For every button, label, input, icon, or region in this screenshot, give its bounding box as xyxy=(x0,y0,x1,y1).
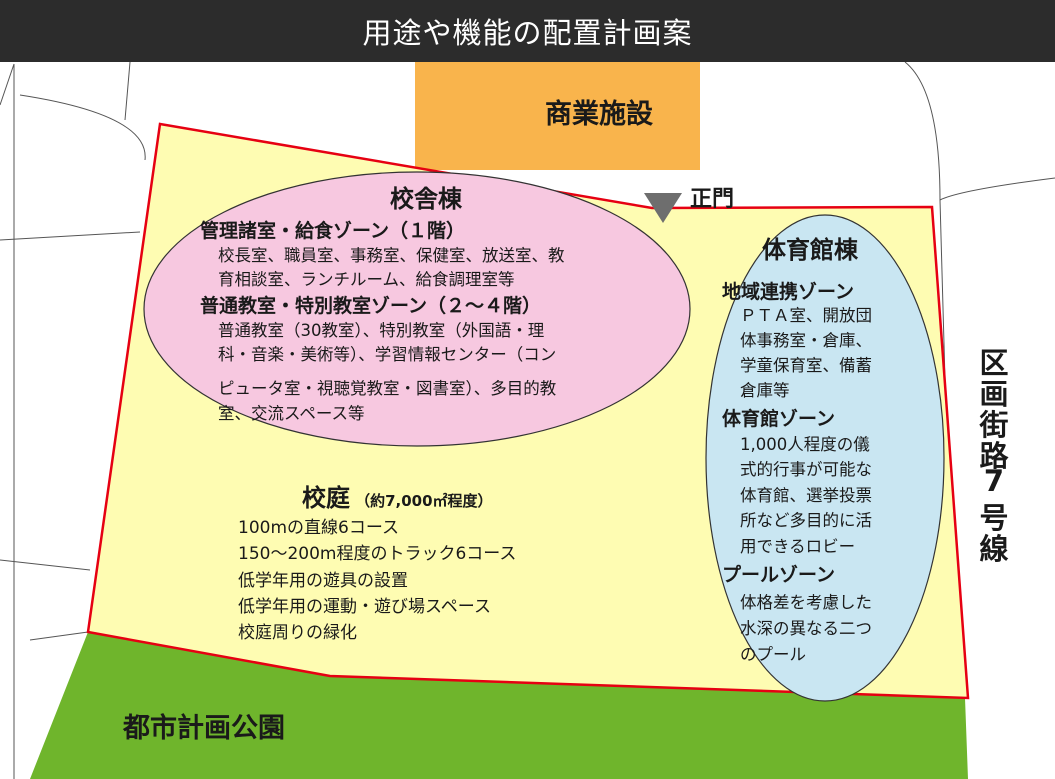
gymnasium-title: 体育館棟 xyxy=(762,236,858,264)
zone-text: 倉庫等 xyxy=(740,381,790,400)
zone-heading: 普通教室・特別教室ゾーン（２～４階） xyxy=(200,295,542,317)
zone-text: 1,000人程度の儀 xyxy=(740,435,870,454)
schoolyard-item: 150～200m程度のトラック6コース xyxy=(238,544,517,564)
schoolyard-item: 校庭周りの緑化 xyxy=(238,623,357,643)
zone-text: 普通教室（30教室）、特別教室（外国語・理 xyxy=(218,321,545,340)
zone-text: 式的行事が可能な xyxy=(740,460,872,479)
road-lines xyxy=(0,61,1055,779)
school-building-title: 校舎棟 xyxy=(390,185,462,213)
zone-text: 体事務室・倉庫、 xyxy=(740,331,872,350)
schoolyard-item: 100mの直線6コース xyxy=(238,518,399,538)
commercial-label: 商業施設 xyxy=(545,99,653,130)
park-label: 都市計画公園 xyxy=(123,713,285,744)
schoolyard-title: 校庭 xyxy=(302,484,350,512)
schoolyard-area: （約7,000㎡程度） xyxy=(355,492,493,510)
gymnasium-oval xyxy=(705,214,945,702)
schoolyard-item: 低学年用の遊具の設置 xyxy=(238,571,408,591)
zone-heading: プールゾーン xyxy=(722,564,836,586)
zone-text: 学童保育室、備蓄 xyxy=(740,356,872,375)
schoolyard-item: 低学年用の運動・遊び場スペース xyxy=(238,597,491,617)
commercial-area xyxy=(415,62,700,170)
zone-text: 用できるロビー xyxy=(740,537,856,556)
title-bar: 用途や機能の配置計画案 xyxy=(0,0,1055,62)
gate-label: 正門 xyxy=(690,187,735,212)
zone-heading: 地域連携ゾーン xyxy=(722,281,855,303)
page-title: 用途や機能の配置計画案 xyxy=(362,16,693,50)
zone-text: 体格差を考慮した xyxy=(740,593,872,612)
gate-marker xyxy=(644,193,682,223)
zone-text: 水深の異なる二つ xyxy=(740,619,872,638)
road-char: 線 xyxy=(979,532,1009,566)
zone-text: ピュータ室・視聴覚教室・図書室）、多目的教 xyxy=(218,379,557,398)
zone-heading: 管理諸室・給食ゾーン（１階） xyxy=(200,220,466,242)
zone-text: 所など多目的に活 xyxy=(740,511,872,530)
road-char: 街 xyxy=(979,408,1009,442)
school-building-oval xyxy=(143,171,691,447)
zone-text: 育相談室、ランチルーム、給食調理室等 xyxy=(218,270,515,289)
zone-text: 校長室、職員室、事務室、保健室、放送室、教 xyxy=(218,246,565,265)
road-char: 画 xyxy=(979,377,1009,411)
schoolyard-heading: 校庭 （約7,000㎡程度） xyxy=(302,486,493,510)
zone-text: 体育館、選挙投票 xyxy=(740,486,872,505)
zone-text: 科・音楽・美術等）、学習情報センター（コン xyxy=(218,345,557,364)
road-char: 区 xyxy=(979,346,1009,380)
zone-text: ＰＴＡ室、開放団 xyxy=(740,306,872,325)
road-char: 号 xyxy=(979,501,1009,535)
road-char: 路 xyxy=(979,439,1009,473)
zone-text: 室、交流スペース等 xyxy=(218,404,365,423)
road-char: 7 xyxy=(983,464,1005,498)
park-area xyxy=(30,632,968,779)
zone-text: のプール xyxy=(740,645,806,664)
zone-heading: 体育館ゾーン xyxy=(722,408,836,430)
